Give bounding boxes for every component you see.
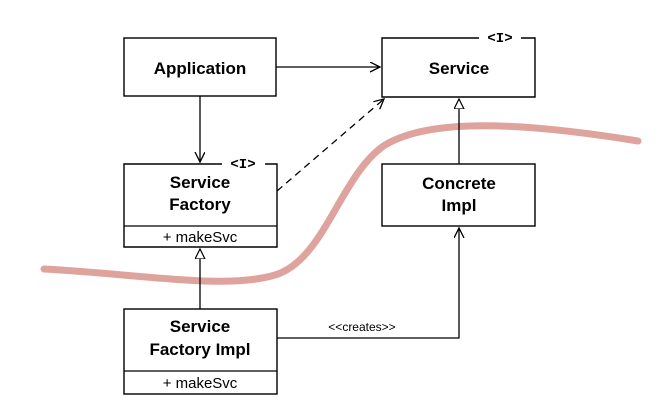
concrete-impl-box (381, 163, 536, 227)
edge-factory-impl-creates-concrete-impl (277, 228, 459, 339)
service-factory-impl-box (123, 308, 278, 395)
concrete-impl-label-line2: Impl (442, 196, 477, 215)
application-label: Application (154, 59, 247, 78)
creates-label: <<creates>> (328, 320, 395, 334)
service-label: Service (429, 59, 490, 78)
service-factory-method: + makeSvc (163, 229, 238, 246)
service-factory-impl-label-line2: Factory Impl (149, 340, 250, 359)
service-factory-node: <I> Service Factory + makeSvc (123, 157, 278, 248)
concrete-impl-node: Concrete Impl (381, 163, 536, 227)
service-factory-impl-label-line1: Service (170, 317, 231, 336)
service-factory-stereotype: <I> (230, 157, 255, 173)
edge-service-factory-to-service-dashed (276, 99, 384, 192)
concrete-impl-label-line1: Concrete (422, 174, 496, 193)
architectural-boundary-curve (40, 122, 642, 285)
service-factory-impl-node: Service Factory Impl + makeSvc (123, 308, 278, 395)
service-stereotype: <I> (487, 31, 512, 47)
service-node: <I> Service (381, 31, 536, 98)
service-factory-impl-method: + makeSvc (163, 375, 238, 392)
application-node: Application (123, 37, 277, 97)
service-factory-label-line2: Factory (169, 195, 231, 214)
service-factory-label-line1: Service (170, 173, 231, 192)
service-box (381, 37, 536, 98)
